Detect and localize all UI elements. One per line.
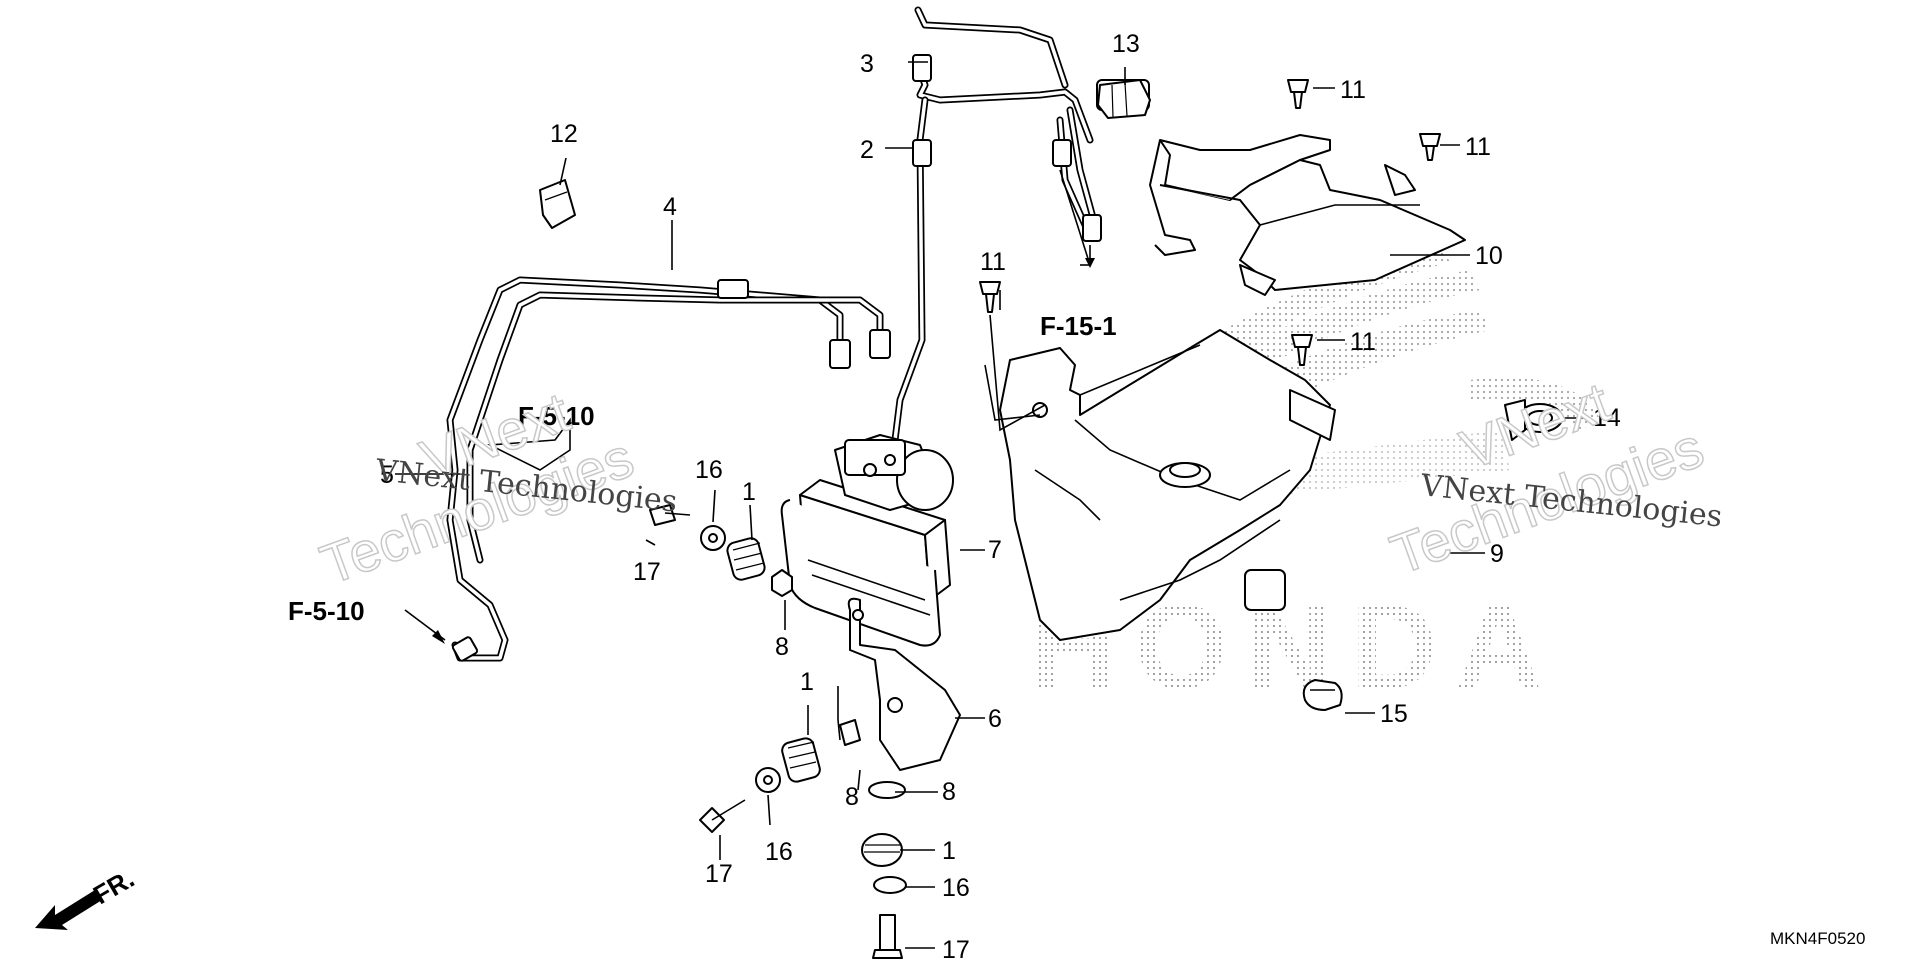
ref-f-5-10-top: F-5-10 xyxy=(518,401,595,431)
callout-11-b: 11 xyxy=(1465,133,1491,161)
battery-box xyxy=(984,329,1336,641)
brake-pipe-4 xyxy=(446,276,891,662)
callout-15: 15 xyxy=(1380,700,1408,728)
callout-numbers: 3 2 13 11 11 11 11 10 12 4 14 9 15 5 16 … xyxy=(380,30,1621,960)
callout-13: 13 xyxy=(1112,30,1140,58)
callout-5: 5 xyxy=(380,461,394,489)
callout-1-a: 1 xyxy=(742,478,756,506)
callout-11-d: 11 xyxy=(1350,328,1376,356)
callout-17-c: 17 xyxy=(705,860,733,888)
callout-4: 4 xyxy=(663,193,677,221)
callout-2: 2 xyxy=(860,136,874,164)
callout-8-a: 8 xyxy=(775,633,789,661)
callout-16-c: 16 xyxy=(765,838,793,866)
front-direction-arrow: FR. xyxy=(35,863,139,930)
clip-11-group xyxy=(979,79,1441,366)
callout-17-a: 17 xyxy=(633,558,661,586)
callout-8-b: 8 xyxy=(845,783,859,811)
connector-12 xyxy=(539,179,576,229)
callout-1-c: 1 xyxy=(942,837,956,865)
callout-11-c: 11 xyxy=(980,248,1006,276)
callout-7: 7 xyxy=(988,536,1002,564)
callout-1-b: 1 xyxy=(800,668,814,696)
figure-references: F-15-1 F-5-10 F-5-10 xyxy=(288,311,1117,626)
callout-16-b: 16 xyxy=(942,874,970,902)
callout-11-a: 11 xyxy=(1340,76,1366,104)
vnext-watermark-right: VNext Technologies VNext Technologies xyxy=(1382,369,1724,587)
callout-8-c: 8 xyxy=(942,778,956,806)
leader-lines xyxy=(395,61,1590,949)
clamp-15 xyxy=(1302,679,1343,711)
abs-modulator-unit xyxy=(780,434,954,647)
rubber-block-13 xyxy=(1097,79,1151,119)
diagram-code: MKN4F0520 xyxy=(1770,929,1865,948)
callout-9: 9 xyxy=(1490,540,1504,568)
ref-f-5-10-left: F-5-10 xyxy=(288,596,365,626)
battery-cover xyxy=(1149,134,1466,296)
rubber-damper-group-upper xyxy=(649,504,793,597)
ref-f-15-1: F-15-1 xyxy=(1040,311,1117,341)
callout-3: 3 xyxy=(860,50,874,78)
callout-16-a: 16 xyxy=(695,456,723,484)
callout-10: 10 xyxy=(1475,242,1503,270)
callout-6: 6 xyxy=(988,705,1002,733)
callout-14: 14 xyxy=(1593,404,1621,432)
callout-12: 12 xyxy=(550,120,578,148)
rubber-damper-group-lower xyxy=(699,719,907,959)
vnext-watermark-left: VNext Technologies VNext Technologies xyxy=(312,379,679,597)
callout-17-b: 17 xyxy=(942,936,970,960)
abs-bracket xyxy=(847,597,961,771)
